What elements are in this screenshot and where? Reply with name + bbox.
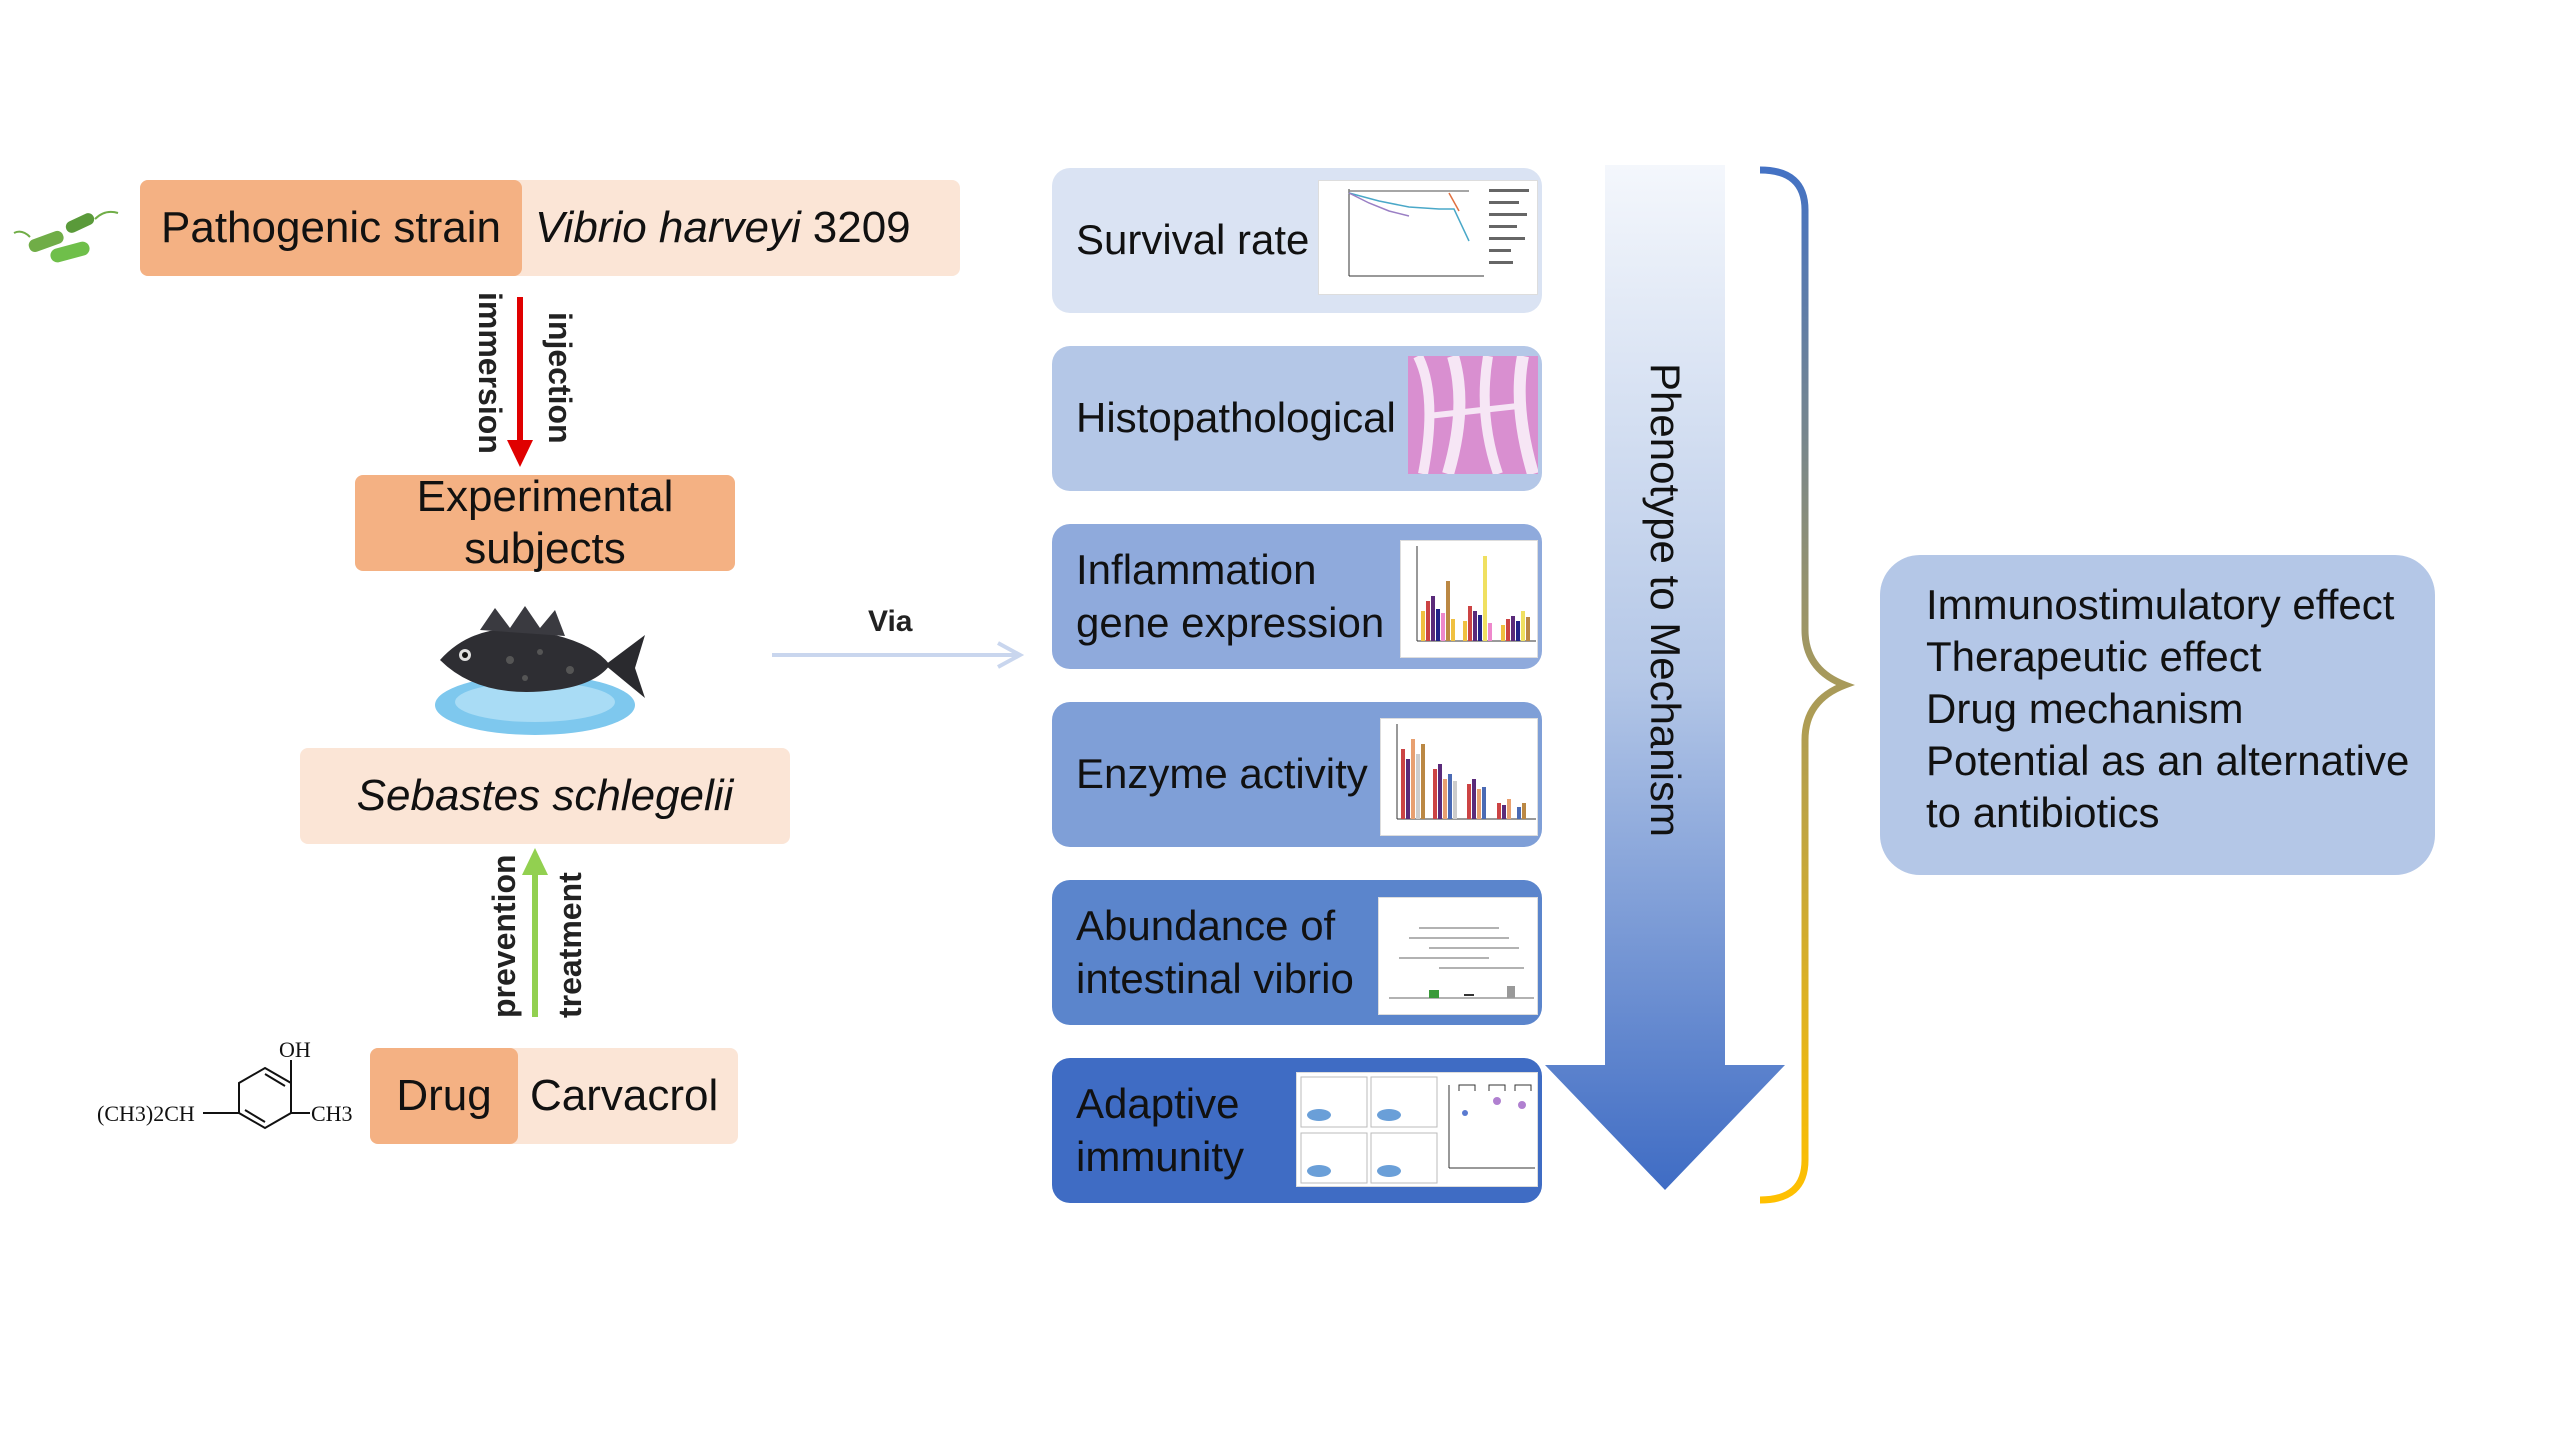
outcome-item: Therapeutic effect — [1926, 633, 2262, 680]
panel-label-line-1: Inflammation — [1076, 546, 1317, 593]
panel-label: Enzyme activity — [1076, 750, 1368, 798]
panel-label-line-2: intestinal vibrio — [1076, 954, 1354, 1002]
panel-label-line-1: Abundance of — [1076, 902, 1336, 949]
vibrio-abundance-thumbnail — [1378, 897, 1538, 1015]
drug-arrow — [522, 848, 548, 1017]
drug-label: Drug — [370, 1048, 518, 1144]
strain-label: Pathogenic strain — [140, 180, 522, 276]
drug-name: Carvacrol — [530, 1071, 719, 1120]
carvacrol-structure-icon: OH (CH3)2CH CH3 — [97, 1040, 353, 1130]
formula-oh: OH — [279, 1040, 311, 1062]
phenotype-to-mechanism-arrow — [1545, 165, 1785, 1190]
infection-arrow — [507, 297, 533, 467]
route-injection: injection — [542, 312, 578, 444]
bacteria-icon — [13, 210, 119, 263]
experimental-subjects-box: Experimental subjects — [355, 472, 735, 573]
via-arrow — [772, 641, 1025, 669]
species-box: Sebastes schlegelii — [300, 748, 790, 844]
enzyme-activity-thumbnail — [1380, 718, 1538, 836]
strain-name-group: Vibrio harveyi 3209 — [535, 180, 911, 276]
phenotype-to-mechanism-label: Phenotype to Mechanism — [1642, 363, 1689, 837]
fish-icon — [435, 606, 645, 735]
use-prevention: prevention — [486, 854, 522, 1018]
formula-isopropyl: (CH3)2CH — [97, 1101, 195, 1126]
outcome-item: Drug mechanism — [1926, 685, 2244, 732]
panel-label-line-1: Adaptive — [1076, 1080, 1240, 1127]
outcome-item: Immunostimulatory effect — [1926, 581, 2395, 628]
route-immersion: immersion — [472, 292, 508, 454]
outcomes-box: Immunostimulatory effect Therapeutic eff… — [1880, 555, 2435, 875]
use-treatment: treatment — [552, 872, 588, 1018]
panel-label-line-2: immunity — [1076, 1132, 1245, 1180]
via-label: Via — [868, 605, 913, 638]
survival-curve-thumbnail — [1318, 180, 1538, 295]
panel-label: Survival rate — [1076, 216, 1310, 264]
outcome-item: Potential as an alternative — [1926, 737, 2410, 784]
panel-label-line-2: gene expression — [1076, 598, 1385, 646]
flow-cytometry-thumbnail — [1296, 1072, 1538, 1187]
gene-expression-thumbnail — [1400, 540, 1538, 658]
strain-species: Vibrio harveyi — [535, 203, 801, 252]
strain-number: 3209 — [812, 203, 911, 252]
panel-label: Histopathological — [1076, 394, 1396, 442]
formula-methyl: CH3 — [311, 1101, 353, 1126]
histology-thumbnail — [1408, 356, 1538, 474]
outcome-item: to antibiotics — [1926, 789, 2160, 836]
summary-brace — [1759, 166, 1855, 1204]
